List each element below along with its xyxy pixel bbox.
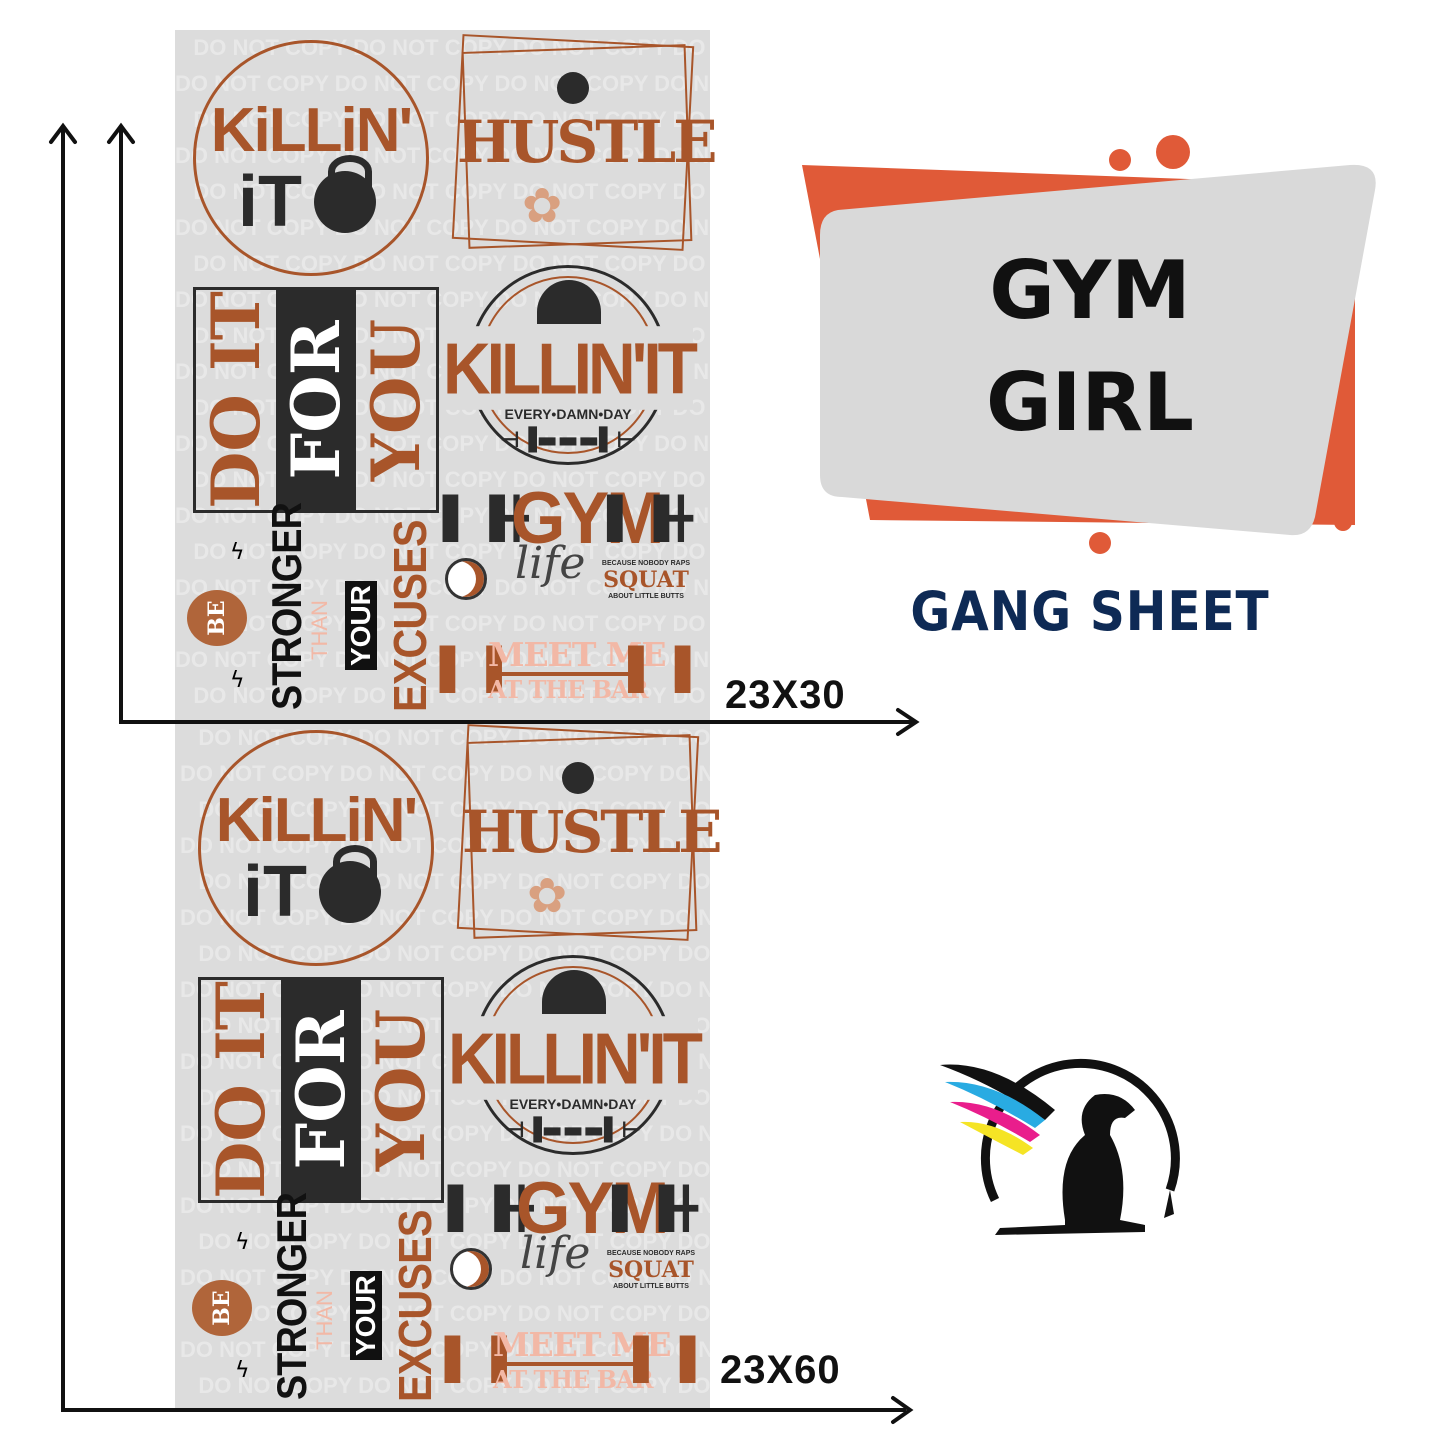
donut-icon <box>450 1248 492 1290</box>
title-card-shape <box>802 135 1376 554</box>
dumbbell-icon: ▌▐╋ <box>448 1186 534 1232</box>
killin-it-every-day-design: KILLIN'IT EVERY•DAMN•DAY ⊣▐▬▬▬▌⊢ <box>448 955 703 1155</box>
design-text: SQUAT <box>603 567 689 593</box>
bolt-icon: ϟ <box>230 540 245 565</box>
bolt-icon: ϟ <box>235 1358 250 1383</box>
design-text: KILLIN'IT <box>443 326 698 410</box>
gym-life-design: ▌▐╋ GYM ▌▐╋ life <box>443 477 693 589</box>
design-text: HUSTLE <box>462 798 722 866</box>
bolt-icon: ϟ <box>230 668 245 693</box>
gym-life-design: ▌▐╋ GYM ▌▐╋ life <box>448 1167 698 1279</box>
squat-badge-design: BECAUSE NOBODY RAPS SQUAT ABOUT LITTLE B… <box>605 1250 697 1290</box>
product-title: GYM GIRL <box>820 235 1360 459</box>
weight-plate-icon: ▌▐ <box>628 647 690 693</box>
height-arrow-23x60 <box>61 128 65 1412</box>
griffin-logo-icon <box>940 1058 1180 1235</box>
design-text: KILLIN'IT <box>448 1016 703 1100</box>
kettlebell-icon: BE <box>192 1280 252 1336</box>
meet-me-at-the-bar-design: ▌▐ MEET ME AT THE BAR ▌▐ <box>445 1325 695 1400</box>
design-text: iT <box>243 852 307 932</box>
dumbbell-icon: ▌▐╋ <box>612 1186 698 1232</box>
design-text: GYM <box>511 477 664 559</box>
flower-icon: ✿ <box>522 178 563 234</box>
barbell-icon: ⊣▐▬▬▬▌⊢ <box>504 1118 642 1143</box>
killin-it-circle-design: KiLLiN' iT <box>193 40 429 276</box>
bolt-icon: ϟ <box>235 1230 250 1255</box>
width-arrow-23x60 <box>61 1408 906 1412</box>
meet-me-at-the-bar-design: ▌▐ MEET ME AT THE BAR ▌▐ <box>440 635 690 710</box>
kettlebell-icon <box>562 762 594 794</box>
design-text: SQUAT <box>608 1257 694 1283</box>
design-text: BECAUSE NOBODY RAPS <box>601 560 691 567</box>
product-subtitle: GANG SHEET <box>910 580 1270 643</box>
donut-icon <box>445 558 487 600</box>
design-text: MEET ME <box>488 635 667 674</box>
dumbbell-icon: ▌▐╋ <box>607 496 693 542</box>
width-arrow-23x30 <box>119 720 914 724</box>
design-text: life <box>515 538 586 589</box>
killin-it-every-day-design: KILLIN'IT EVERY•DAMN•DAY ⊣▐▬▬▬▌⊢ <box>443 265 698 465</box>
design-text: life <box>520 1228 591 1279</box>
title-line: GYM <box>989 244 1191 337</box>
kettlebell-icon <box>542 970 606 1014</box>
weight-plate-icon: ▌▐ <box>445 1337 507 1383</box>
design-text: KiLLiN' <box>210 96 414 165</box>
design-text: GYM <box>516 1167 669 1249</box>
design-text: EVERY•DAMN•DAY <box>504 406 632 422</box>
design-text: AT THE BAR <box>488 675 649 704</box>
kettlebell-icon: BE <box>187 590 247 646</box>
do-it-for-you-design: DO IT FOR YOU <box>198 977 444 1203</box>
design-text: KiLLiN' <box>215 786 419 855</box>
kettlebell-icon <box>314 155 376 233</box>
hustle-design: HUSTLE ✿ <box>456 724 722 941</box>
design-text: iT <box>238 162 302 242</box>
design-text: EVERY•DAMN•DAY <box>509 1096 637 1112</box>
height-arrow-23x30 <box>119 128 123 724</box>
design-text: AT THE BAR <box>493 1365 654 1394</box>
squat-badge-design: BECAUSE NOBODY RAPS SQUAT ABOUT LITTLE B… <box>600 560 692 600</box>
dumbbell-icon: ▌▐╋ <box>443 496 529 542</box>
design-text: HUSTLE <box>457 108 717 176</box>
barbell-icon: ⊣▐▬▬▬▌⊢ <box>499 428 637 453</box>
be-stronger-design: ϟ BE ϟ STRONGER THAN YOUR EXCUSES <box>185 503 436 715</box>
be-stronger-design: ϟ BE ϟ STRONGER THAN YOUR EXCUSES <box>190 1193 441 1405</box>
design-text: BECAUSE NOBODY RAPS <box>606 1250 696 1257</box>
size-label-23x60: 23X60 <box>720 1348 841 1392</box>
kettlebell-icon <box>319 845 381 923</box>
size-label-23x30: 23X30 <box>725 673 846 717</box>
weight-plate-icon: ▌▐ <box>633 1337 695 1383</box>
killin-it-circle-design: KiLLiN' iT <box>198 730 434 966</box>
kettlebell-icon <box>557 72 589 104</box>
design-text: ABOUT LITTLE BUTTS <box>608 593 684 600</box>
flower-icon: ✿ <box>527 868 568 924</box>
design-text: ABOUT LITTLE BUTTS <box>613 1283 689 1290</box>
weight-plate-icon: ▌▐ <box>440 647 502 693</box>
do-it-for-you-design: DO IT FOR YOU <box>193 287 439 513</box>
design-text: MEET ME <box>493 1325 672 1364</box>
kettlebell-icon <box>537 280 601 324</box>
hustle-design: HUSTLE ✿ <box>451 34 717 251</box>
title-line: GIRL <box>985 356 1194 449</box>
